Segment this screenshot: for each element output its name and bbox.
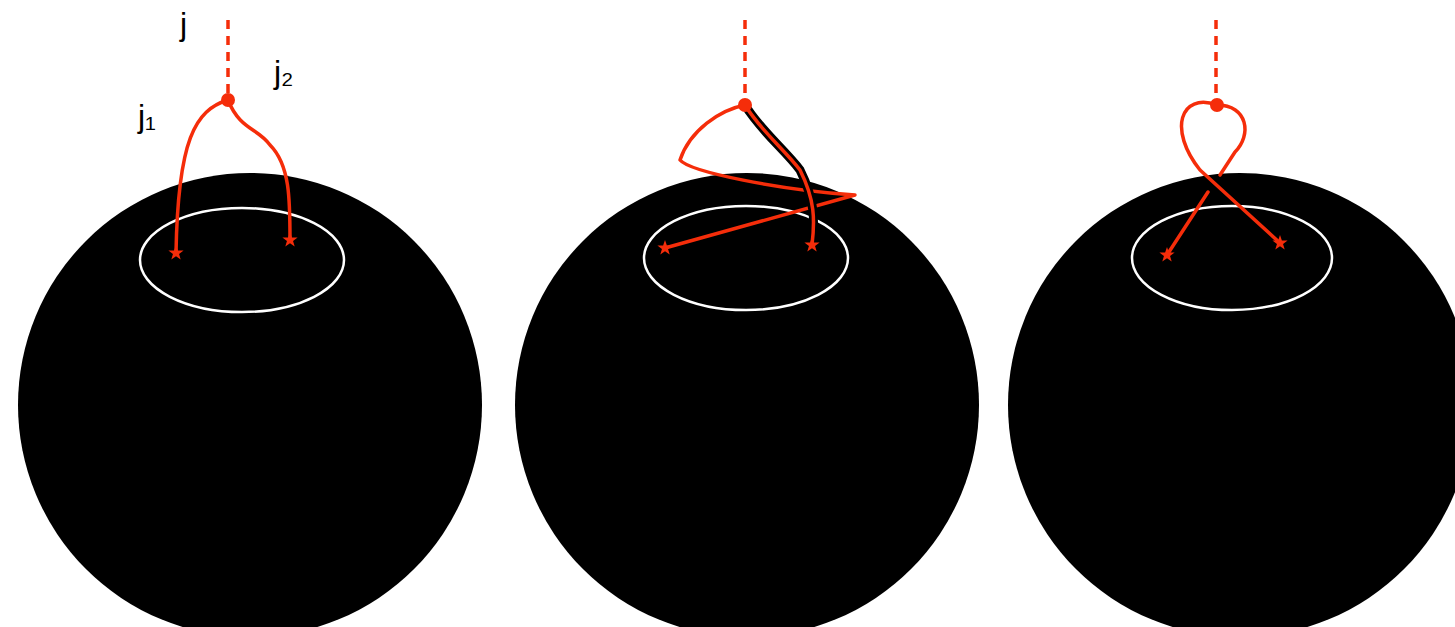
vertex-dot (738, 98, 752, 112)
spin-link (1217, 105, 1245, 175)
puncture-star (282, 232, 297, 246)
black-hole (515, 173, 979, 627)
puncture-star (1272, 235, 1287, 249)
dashed-link (1214, 20, 1218, 100)
black-hole (18, 173, 482, 627)
puncture-region (1132, 206, 1332, 310)
spin-label: j₂ (274, 56, 294, 88)
vertex-dot (221, 93, 235, 107)
spin-link (228, 100, 290, 240)
spin-label: j₁ (138, 100, 156, 132)
dashed-link (226, 20, 230, 98)
puncture-star (1159, 247, 1174, 261)
spin-link (1167, 192, 1208, 255)
dashed-link (743, 20, 747, 100)
spin-link (176, 100, 228, 253)
black-hole (1008, 173, 1455, 627)
puncture-star (804, 237, 819, 251)
vertex-dot (1210, 98, 1224, 112)
spin-link (745, 105, 814, 245)
spin-link (1182, 102, 1280, 243)
spin-label: j (180, 8, 187, 40)
puncture-region (140, 208, 344, 312)
puncture-star (657, 240, 672, 254)
spin-link (665, 105, 855, 248)
crossing-gap (745, 105, 814, 245)
puncture-star (168, 245, 183, 259)
